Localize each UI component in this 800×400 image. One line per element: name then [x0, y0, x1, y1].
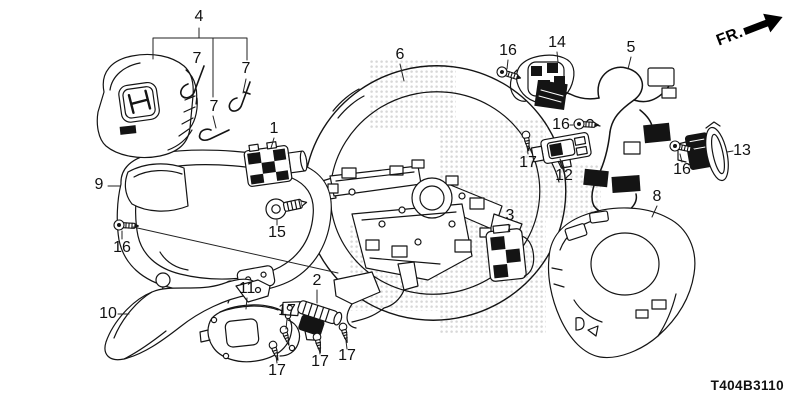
callout-part-16-b[interactable]: 16 [552, 116, 570, 133]
callout-part-12[interactable]: 12 [555, 167, 573, 184]
callout-part-16-d[interactable]: 16 [113, 239, 131, 256]
callout-part-8[interactable]: 8 [652, 188, 662, 205]
callout-part-7-a[interactable]: 7 [192, 50, 202, 67]
part-5-wire-harness [534, 66, 677, 217]
callout-part-16-c[interactable]: 16 [673, 161, 691, 178]
callout-part-1[interactable]: 1 [269, 120, 279, 137]
fr-direction-arrow-icon [743, 13, 783, 35]
diagram-code: T404B3110 [710, 378, 784, 393]
callout-part-14[interactable]: 14 [548, 34, 566, 51]
callout-part-11[interactable]: 11 [238, 280, 256, 297]
part-10-lower-garnish [104, 272, 271, 361]
part-3-switch-assembly [485, 223, 535, 282]
callout-part-7-b[interactable]: 7 [241, 60, 251, 77]
screw-17-c [311, 331, 325, 355]
part-7-clip-b [228, 81, 251, 112]
leader-lines [107, 27, 734, 364]
airbag-warning-label [119, 125, 137, 135]
fr-label: FR. [714, 23, 746, 50]
screw-17-d [337, 321, 352, 345]
callout-part-4[interactable]: 4 [194, 8, 204, 25]
part-8-column-cover [547, 207, 696, 359]
callout-part-17-b[interactable]: 17 [278, 302, 296, 319]
callout-part-17-a[interactable]: 17 [519, 154, 537, 171]
screw-16-b [573, 118, 600, 131]
part-4-airbag-module [96, 53, 198, 159]
callout-part-2[interactable]: 2 [312, 272, 322, 289]
callout-part-3[interactable]: 3 [505, 207, 515, 224]
part-1-connector [243, 141, 308, 187]
fr-direction-indicator: FR. [709, 0, 800, 64]
part-2-damper-assembly [280, 300, 343, 341]
part-9-garnish-ring [116, 149, 332, 295]
callout-part-9[interactable]: 9 [94, 176, 104, 193]
part-12-switch-assembly [530, 132, 592, 169]
callout-part-5[interactable]: 5 [626, 39, 636, 56]
callout-part-16-a[interactable]: 16 [499, 42, 517, 59]
callout-part-13[interactable]: 13 [733, 142, 751, 159]
callout-part-17-c[interactable]: 17 [311, 353, 329, 370]
callout-part-17-e[interactable]: 17 [268, 362, 286, 379]
callout-part-15[interactable]: 15 [268, 224, 286, 241]
part-13-paddle-switch [677, 121, 729, 182]
callout-part-6[interactable]: 6 [395, 46, 405, 63]
part-15-bolt-washer [265, 198, 308, 220]
part-7-clip-c [198, 128, 230, 141]
callout-part-7-c[interactable]: 7 [209, 98, 219, 115]
part-7-clip-a [180, 65, 205, 99]
callout-part-17-d[interactable]: 17 [338, 347, 356, 364]
callout-part-10[interactable]: 10 [99, 305, 117, 322]
